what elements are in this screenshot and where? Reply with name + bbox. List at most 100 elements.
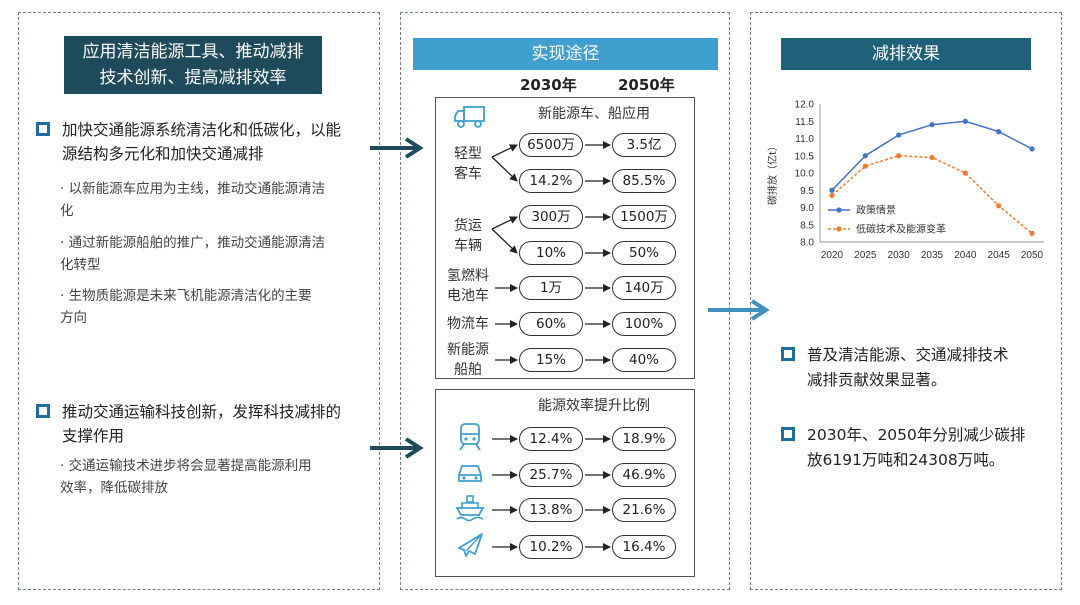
value-pill: 14.2% xyxy=(519,169,583,193)
row-freight-label: 货运 车辆 xyxy=(448,216,488,256)
value-pill: 60% xyxy=(519,312,583,336)
left-title: 应用清洁能源工具、推动减排 技术创新、提高减排效率 xyxy=(64,36,322,94)
x-tick-label: 2025 xyxy=(854,250,877,261)
x-tick-label: 2020 xyxy=(821,250,844,261)
value-pill: 18.9% xyxy=(612,427,676,451)
legend-marker xyxy=(836,226,842,232)
left-sub-1-line1: · 以新能源车应用为主线，推动交通能源清洁 xyxy=(60,181,326,197)
row-hydrogen-label: 氢燃料 电池车 xyxy=(442,266,494,306)
left-title-line1: 应用清洁能源工具、推动减排 xyxy=(82,42,304,62)
y-axis-label: 碳排放（亿t） xyxy=(766,141,779,205)
value-pill: 140万 xyxy=(612,276,676,300)
data-point xyxy=(862,153,868,159)
x-tick-label: 2040 xyxy=(954,250,977,261)
right-point-2-line2: 放6191万吨和24308万吨。 xyxy=(807,451,1005,469)
middle-panel xyxy=(400,12,730,590)
value-pill: 50% xyxy=(612,241,676,265)
value-pill: 12.4% xyxy=(519,427,583,451)
left-point-2: 推动交通运输科技创新，发挥科技减排的 支撑作用 xyxy=(36,400,366,448)
row-light-passenger-label: 轻型 客车 xyxy=(448,144,488,184)
train-icon xyxy=(459,423,481,451)
left-sub-1: · 以新能源车应用为主线，推动交通能源清洁 化 xyxy=(60,178,365,222)
box2-arrows xyxy=(492,435,611,551)
value-pill: 46.9% xyxy=(612,463,676,487)
ship-icon xyxy=(455,495,485,522)
square-bullet-icon xyxy=(781,427,795,441)
left-sub-2-line1: · 通过新能源船舶的推广，推动交通能源清洁 xyxy=(60,235,326,251)
y-tick-label: 12.0 xyxy=(795,100,815,111)
left-point-1-line1: 加快交通能源系统清洁化和低碳化，以能 xyxy=(62,121,342,139)
left-point-1-text: 加快交通能源系统清洁化和低碳化，以能 源结构多元化和加快交通减排 xyxy=(62,118,341,166)
value-pill: 16.4% xyxy=(612,535,676,559)
box1-arrows xyxy=(491,141,611,364)
left-point-2-line2: 支撑作用 xyxy=(62,427,125,445)
data-point xyxy=(896,132,902,138)
airplane-icon xyxy=(458,533,483,557)
right-point-1-line2: 减排贡献效果显著。 xyxy=(807,371,947,389)
right-point-2-text: 2030年、2050年分别减少碳排 放6191万吨和24308万吨。 xyxy=(807,423,1025,473)
data-point xyxy=(829,192,835,199)
left-title-line2: 技术创新、提高减排效率 xyxy=(99,68,287,88)
car-icon xyxy=(458,465,482,482)
left-point-2-line1: 推动交通运输科技创新，发挥科技减排的 xyxy=(62,403,342,421)
value-pill: 25.7% xyxy=(519,463,583,487)
x-tick-label: 2045 xyxy=(988,250,1011,261)
value-pill: 40% xyxy=(612,348,676,372)
value-pill: 15% xyxy=(519,348,583,372)
left-sub-4-line1: · 交通运输技术进步将会显著提高能源利用 xyxy=(60,458,312,474)
right-title: 减排效果 xyxy=(781,38,1031,70)
left-sub-2-line2: 化转型 xyxy=(60,257,101,273)
value-pill: 13.8% xyxy=(519,498,583,522)
middle-title: 实现途径 xyxy=(413,38,718,70)
right-point-1-line1: 普及清洁能源、交通减排技术 xyxy=(807,346,1009,364)
row-ship-label2: 船舶 xyxy=(454,362,482,378)
legend-label: 政策情景 xyxy=(856,204,896,217)
value-pill: 10% xyxy=(519,241,583,265)
row-light-passenger-label1: 轻型 xyxy=(454,146,482,162)
right-point-2: 2030年、2050年分别减少碳排 放6191万吨和24308万吨。 xyxy=(781,423,1051,473)
left-sub-3-line2: 方向 xyxy=(60,310,87,326)
y-tick-label: 10.5 xyxy=(795,151,815,162)
left-sub-3: · 生物质能源是未来飞机能源清洁化的主要 方向 xyxy=(60,285,365,329)
row-light-passenger-label2: 客车 xyxy=(454,166,482,182)
data-point xyxy=(962,170,968,176)
year-2030: 2030年 xyxy=(520,76,577,94)
data-point xyxy=(829,187,835,193)
data-point xyxy=(929,154,935,161)
right-point-1-text: 普及清洁能源、交通减排技术 减排贡献效果显著。 xyxy=(807,343,1009,393)
right-point-1: 普及清洁能源、交通减排技术 减排贡献效果显著。 xyxy=(781,343,1051,393)
y-tick-label: 9.5 xyxy=(800,186,814,197)
left-sub-3-line1: · 生物质能源是未来飞机能源清洁化的主要 xyxy=(60,288,312,304)
row-hydrogen-label1: 氢燃料 xyxy=(447,268,489,284)
data-point xyxy=(862,163,868,169)
left-sub-4: · 交通运输技术进步将会显著提高能源利用 效率，降低碳排放 xyxy=(60,455,365,499)
value-pill: 300万 xyxy=(519,205,583,229)
data-point xyxy=(996,203,1002,209)
right-point-2-line1: 2030年、2050年分别减少碳排 xyxy=(807,426,1026,444)
row-hydrogen-label2: 电池车 xyxy=(447,288,489,304)
left-point-2-text: 推动交通运输科技创新，发挥科技减排的 支撑作用 xyxy=(62,400,341,448)
series-line xyxy=(831,154,1033,234)
truck-icon xyxy=(454,106,485,128)
value-pill: 3.5亿 xyxy=(612,133,676,157)
x-tick-label: 2035 xyxy=(921,250,944,261)
y-tick-label: 10.0 xyxy=(795,169,815,180)
left-sub-1-line2: 化 xyxy=(60,203,74,219)
value-pill: 21.6% xyxy=(612,498,676,522)
row-logistics-label1: 物流车 xyxy=(447,316,489,332)
value-pill: 85.5% xyxy=(612,169,676,193)
value-pill: 100% xyxy=(612,312,676,336)
data-point xyxy=(1029,146,1035,152)
data-point xyxy=(996,129,1002,135)
data-point xyxy=(929,122,935,128)
data-point xyxy=(1029,230,1035,236)
y-tick-label: 11.0 xyxy=(795,134,814,145)
row-freight-label2: 车辆 xyxy=(454,238,482,254)
efficiency-box-title: 能源效率提升比例 xyxy=(538,398,650,414)
data-point xyxy=(896,153,902,159)
row-logistics-label: 物流车 xyxy=(442,314,494,334)
x-tick-label: 2050 xyxy=(1021,250,1044,261)
value-pill: 1500万 xyxy=(612,205,676,229)
value-pill: 6500万 xyxy=(519,133,583,157)
